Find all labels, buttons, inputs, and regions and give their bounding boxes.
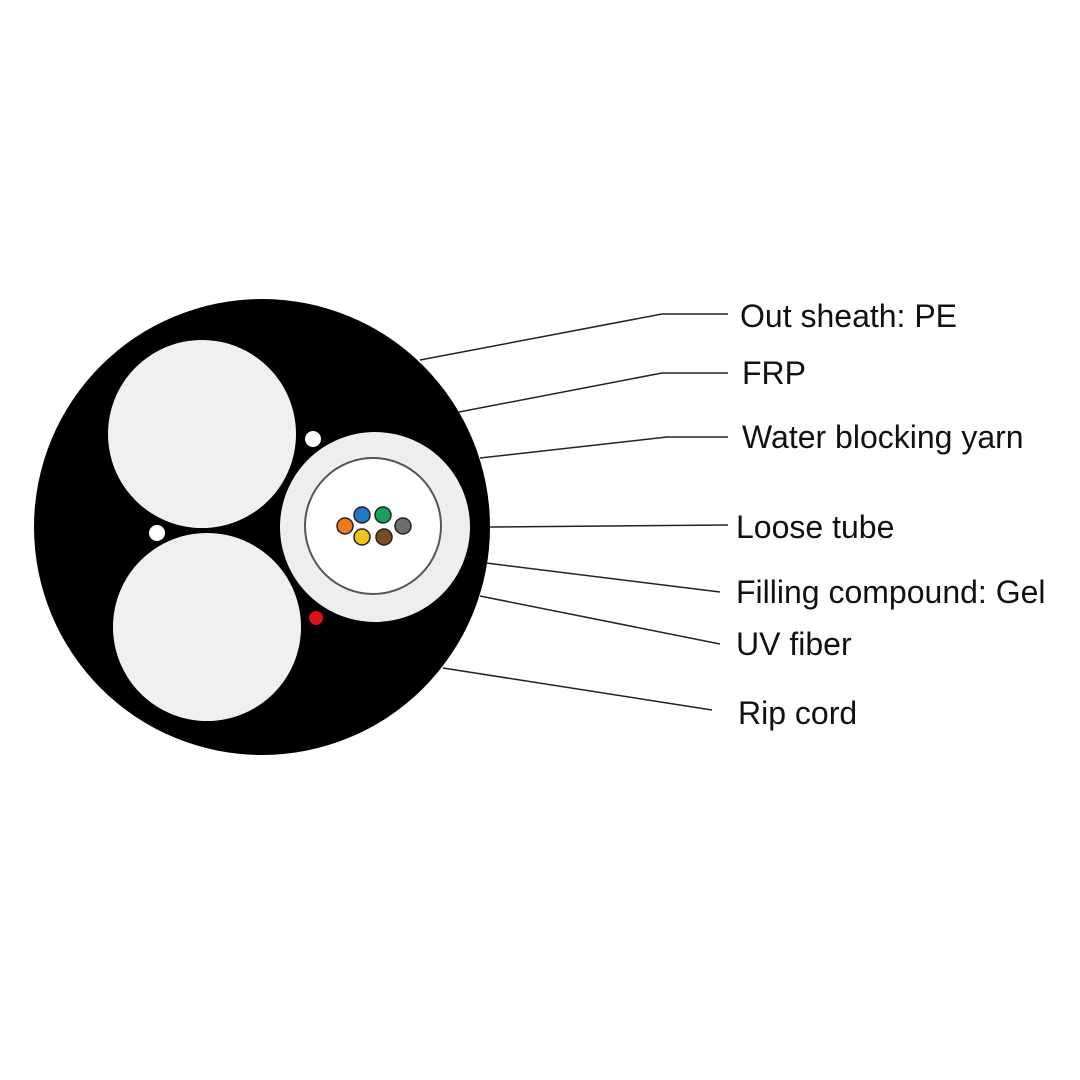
fiber-green <box>374 506 392 524</box>
label-uv-fiber: UV fiber <box>736 626 852 662</box>
fiber-orange <box>336 517 354 535</box>
leader-loose-tube <box>489 524 729 528</box>
leader-frp <box>458 372 728 413</box>
fiber-gray <box>394 517 412 535</box>
leader-lines <box>419 313 729 711</box>
filling-compound-gel <box>304 457 442 595</box>
fiber-bundle <box>336 506 412 546</box>
label-water-blocking-yarn: Water blocking yarn <box>742 419 1024 455</box>
water-blocking-yarn-1 <box>305 431 321 447</box>
frp-member-lower <box>113 533 301 721</box>
label-rip-cord: Rip cord <box>738 695 858 731</box>
fiber-blue <box>353 506 371 524</box>
frp-member-upper <box>108 340 296 528</box>
fiber-yellow <box>353 528 371 546</box>
leader-water-blocking-yarn <box>479 436 728 459</box>
leader-out-sheath <box>419 313 728 361</box>
leader-uv-fiber <box>479 595 721 645</box>
rip-cord <box>309 611 323 625</box>
fiber-brown <box>375 528 393 546</box>
leader-filling-compound <box>485 562 721 593</box>
label-loose-tube: Loose tube <box>736 509 895 545</box>
label-frp: FRP <box>742 355 806 391</box>
label-filling-compound: Filling compound: Gel <box>736 574 1046 610</box>
water-blocking-yarn-2 <box>149 525 165 541</box>
leader-rip-cord <box>442 667 713 711</box>
label-out-sheath: Out sheath: PE <box>740 298 958 334</box>
